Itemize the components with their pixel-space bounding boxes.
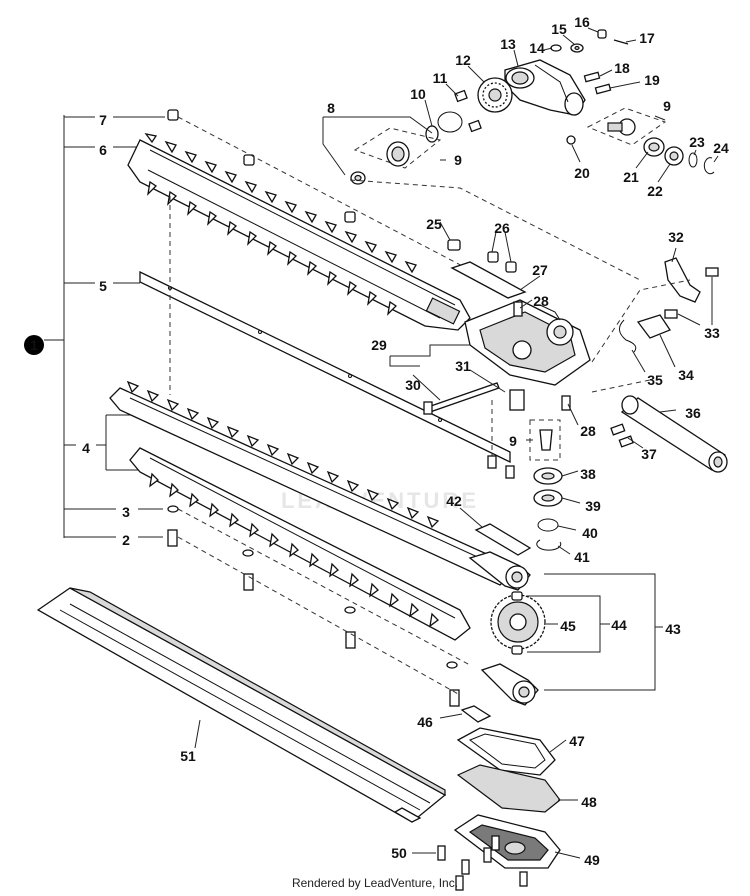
callout-c18[interactable]: 18 <box>614 60 630 76</box>
callout-c17[interactable]: 17 <box>639 30 655 46</box>
cover-49 <box>453 814 561 869</box>
callout-c9a[interactable]: 9 <box>454 152 462 168</box>
callout-badge-c1 <box>24 335 44 355</box>
callout-c50[interactable]: 50 <box>391 845 407 861</box>
callout-c1[interactable]: 1 <box>30 337 38 353</box>
callout-c46[interactable]: 46 <box>417 714 433 730</box>
blade-teeth <box>126 380 440 628</box>
plate-42 <box>474 523 532 556</box>
footer-credit: Rendered by LeadVenture, Inc. <box>291 876 459 890</box>
callout-c6[interactable]: 6 <box>99 142 107 158</box>
callout-c23[interactable]: 23 <box>689 134 705 150</box>
part-46 <box>439 705 492 723</box>
callout-c28b[interactable]: 28 <box>580 423 596 439</box>
callout-c37[interactable]: 37 <box>641 446 657 462</box>
connecting-rods <box>468 551 663 706</box>
callout-c20[interactable]: 20 <box>574 165 590 181</box>
callout-c47[interactable]: 47 <box>569 733 585 749</box>
callout-c45[interactable]: 45 <box>560 618 576 634</box>
callout-c27[interactable]: 27 <box>532 262 548 278</box>
callout-c9c[interactable]: 9 <box>509 433 517 449</box>
callout-c38[interactable]: 38 <box>580 466 596 482</box>
callout-c35[interactable]: 35 <box>647 372 663 388</box>
lower-blade-bottom <box>129 447 471 641</box>
callout-c31[interactable]: 31 <box>455 358 471 374</box>
upper-plate <box>447 231 571 411</box>
callout-c41[interactable]: 41 <box>574 549 590 565</box>
crank-gear <box>490 591 610 655</box>
upper-blade <box>127 133 471 331</box>
callout-c34[interactable]: 34 <box>678 367 694 383</box>
callout-c44[interactable]: 44 <box>611 617 627 633</box>
gear-housing <box>464 299 591 386</box>
callout-c19[interactable]: 19 <box>644 72 660 88</box>
assembly-bracket <box>44 115 165 538</box>
washers-bolts <box>167 505 471 707</box>
callout-c28a[interactable]: 28 <box>533 293 549 309</box>
leader-lines <box>412 27 719 859</box>
callout-c43[interactable]: 43 <box>665 621 681 637</box>
callout-c36[interactable]: 36 <box>685 405 701 421</box>
callout-c51[interactable]: 51 <box>180 748 196 764</box>
callout-c10[interactable]: 10 <box>410 86 426 102</box>
callout-c22[interactable]: 22 <box>647 183 663 199</box>
callout-c14[interactable]: 14 <box>529 40 545 56</box>
callout-c21[interactable]: 21 <box>623 169 639 185</box>
callout-c49[interactable]: 49 <box>584 852 600 868</box>
callout-c24[interactable]: 24 <box>713 140 729 156</box>
pinion-box-right <box>586 107 715 175</box>
handle-bracket <box>591 257 719 393</box>
callout-c26[interactable]: 26 <box>494 220 510 236</box>
drive-head <box>504 59 586 116</box>
callout-c8[interactable]: 8 <box>327 100 335 116</box>
callout-c25[interactable]: 25 <box>426 216 442 232</box>
plate-48 <box>456 764 561 813</box>
callout-c13[interactable]: 13 <box>500 36 516 52</box>
callout-c11[interactable]: 11 <box>433 70 448 86</box>
callout-c33[interactable]: 33 <box>704 325 720 341</box>
callout-c30[interactable]: 30 <box>405 377 421 393</box>
bevel-gear-12 <box>477 77 513 113</box>
blade-nuts <box>167 109 471 271</box>
scabbard <box>36 587 447 823</box>
pinion-box-lower <box>529 419 563 551</box>
small-parts-top <box>425 29 629 145</box>
callout-c3[interactable]: 3 <box>122 504 130 520</box>
bolts-50 <box>437 835 528 891</box>
callout-c29[interactable]: 29 <box>371 337 387 353</box>
shaft-tube <box>610 395 728 473</box>
callout-c4[interactable]: 4 <box>82 440 90 456</box>
callout-c15[interactable]: 15 <box>551 21 567 37</box>
callout-c48[interactable]: 48 <box>581 794 597 810</box>
guide-bar <box>139 196 515 479</box>
callout-c12[interactable]: 12 <box>455 52 471 68</box>
callout-c32[interactable]: 32 <box>668 229 684 245</box>
callout-c5[interactable]: 5 <box>99 278 107 294</box>
callout-c7[interactable]: 7 <box>99 112 107 128</box>
callout-c9b[interactable]: 9 <box>663 98 671 114</box>
callout-c40[interactable]: 40 <box>582 525 598 541</box>
callout-c16[interactable]: 16 <box>574 14 590 30</box>
callout-c2[interactable]: 2 <box>122 532 130 548</box>
callout-c42[interactable]: 42 <box>446 493 462 509</box>
callout-c39[interactable]: 39 <box>585 498 601 514</box>
pinion-box-left <box>322 116 641 281</box>
